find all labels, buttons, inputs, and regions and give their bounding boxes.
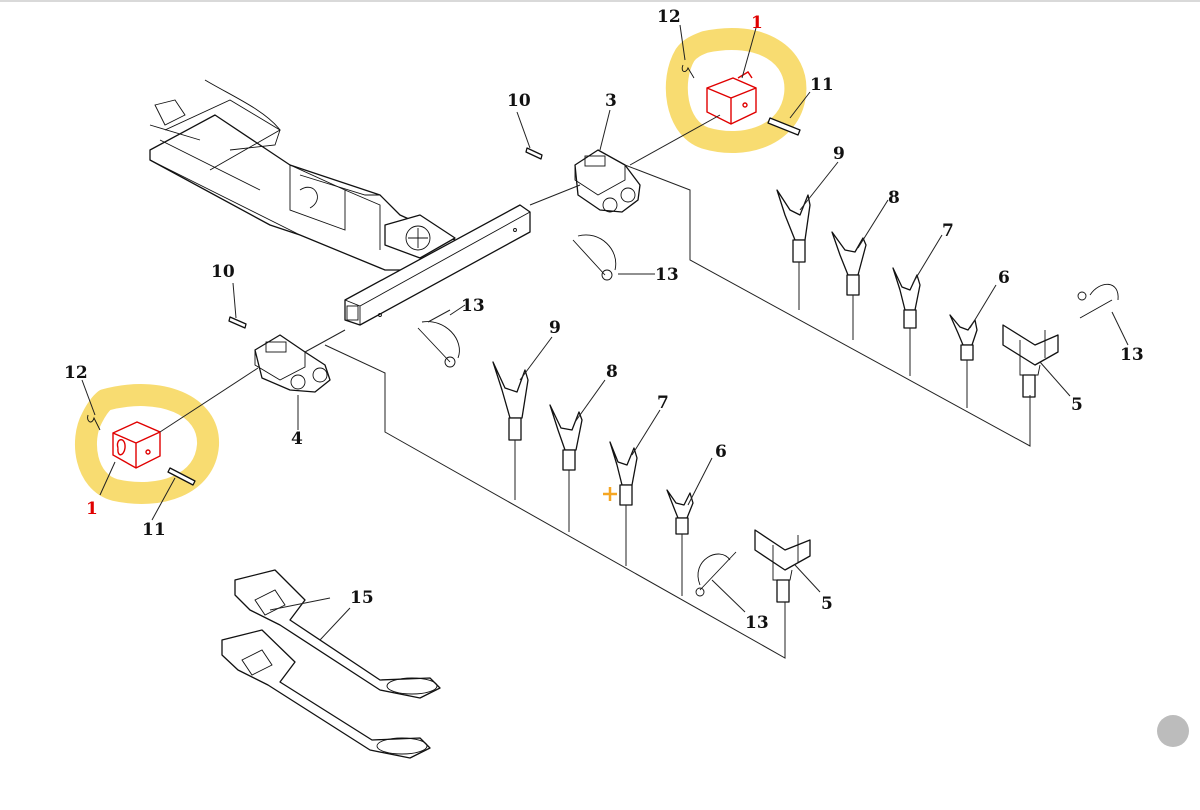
pin-10-left xyxy=(228,316,247,329)
label-11-top: 11 xyxy=(810,75,834,95)
cross-tube xyxy=(344,204,531,326)
lanyard-pin-13-left xyxy=(417,321,460,368)
highlighted-part-1-left xyxy=(112,421,161,469)
label-1-left: 1 xyxy=(86,499,98,519)
highlight-circle-top xyxy=(665,27,807,153)
label-6-low: 6 xyxy=(715,442,727,462)
crosshair-plus-icon xyxy=(603,487,617,501)
saddle-5-low xyxy=(754,529,811,603)
label-12-top: 12 xyxy=(657,7,681,27)
saddle-5-top xyxy=(1002,324,1059,398)
label-4: 4 xyxy=(291,429,303,449)
top-divider xyxy=(0,0,1200,2)
label-5-low: 5 xyxy=(821,594,833,614)
label-8-low: 8 xyxy=(606,362,618,382)
fork-8-top xyxy=(831,231,867,296)
label-3: 3 xyxy=(605,91,617,111)
clip-12-top xyxy=(681,64,695,79)
fork-9-low xyxy=(492,361,529,441)
bracket-3 xyxy=(574,149,641,213)
scroll-indicator-icon[interactable] xyxy=(1157,715,1189,747)
boom-assembly xyxy=(149,79,456,271)
highlight-circle-left xyxy=(75,384,219,504)
bracket-4 xyxy=(254,334,331,393)
label-12-left: 12 xyxy=(64,363,88,383)
clip-12-left xyxy=(87,414,101,431)
fork-7-top xyxy=(892,267,921,329)
label-7-top: 7 xyxy=(942,221,954,241)
label-13-low: 13 xyxy=(745,613,769,633)
pin-11-top xyxy=(767,117,801,136)
label-10-top: 10 xyxy=(507,91,531,111)
pin-10-top xyxy=(525,147,543,160)
fork-8-low xyxy=(549,404,583,471)
strap-15-upper xyxy=(234,569,441,699)
label-9-top: 9 xyxy=(833,144,845,164)
label-1-top: 1 xyxy=(751,13,763,33)
label-6-top: 6 xyxy=(998,268,1010,288)
label-9-low: 9 xyxy=(549,318,561,338)
leader-lines xyxy=(81,24,1129,659)
lanyard-pin-13-low xyxy=(695,551,737,597)
label-15: 15 xyxy=(350,588,374,608)
label-7-low: 7 xyxy=(657,393,669,413)
label-13-left: 13 xyxy=(461,296,485,316)
label-13-mid: 13 xyxy=(655,265,679,285)
label-8-top: 8 xyxy=(888,188,900,208)
lanyard-pin-13-right xyxy=(1077,283,1119,319)
label-13-right: 13 xyxy=(1120,345,1144,365)
label-11-left: 11 xyxy=(142,520,166,540)
label-5-top: 5 xyxy=(1071,395,1083,415)
fork-6-low xyxy=(666,489,694,535)
highlighted-part-1-top xyxy=(706,71,757,125)
pin-11-left xyxy=(167,467,196,486)
strap-15-lower xyxy=(221,629,431,759)
lanyard-pin-13-mid xyxy=(572,234,617,281)
fork-9-top xyxy=(776,189,811,263)
fork-6-top xyxy=(949,314,978,361)
fork-7-low xyxy=(609,441,638,506)
label-10-left: 10 xyxy=(211,262,235,282)
